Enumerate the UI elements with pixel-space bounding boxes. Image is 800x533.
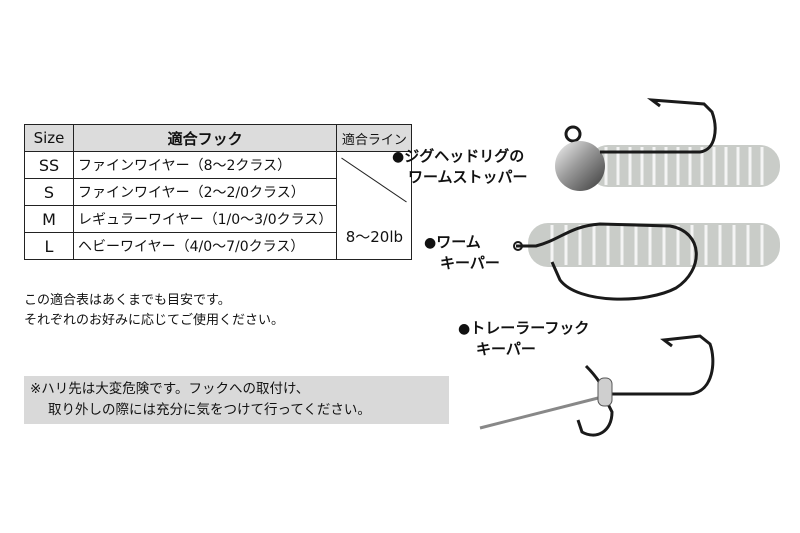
warning-line: ※ハリ先は大変危険です。フックへの取付け、 [30,381,310,397]
offset-hook [516,222,698,301]
jighead-rig [555,98,780,191]
hook-cell: ヘビーワイヤー（4/0〜7/0クラス） [72,232,338,260]
jig-hook [600,98,717,154]
worm-keeper-label: ●ワーム キーパー [424,232,500,273]
line-value: 8〜20lb [345,228,404,246]
bullet-icon: ● [458,321,471,337]
line-eye [564,125,582,143]
label-line: ジグヘッドリグの [404,147,525,165]
note-line: この適合表はあくまでも目安です。 [24,293,231,308]
keeper-tube [597,377,613,407]
jighead-label: ●ジグヘッドリグの ワームストッパー [392,146,528,187]
size-cell: SS [24,151,74,179]
bullet-icon: ● [392,149,405,165]
worm-keeper-rig [513,222,780,301]
size-cell: M [24,205,74,233]
diagonal-slash-icon [341,157,408,203]
header-size: Size [24,124,74,152]
hook-cell: ファインワイヤー（8〜2クラス） [72,151,338,179]
hook-cell: ファインワイヤー（2〜2/0クラス） [72,178,338,206]
label-line: トレーラーフック [470,319,590,337]
table-row: SS ファインワイヤー（8〜2クラス） 8〜20lb [24,151,413,260]
label-line: ワーム [436,233,481,251]
worm-body [528,223,780,267]
table-row: M レギュラーワイヤー（1/0〜3/0クラス） [24,205,412,233]
table-row: L ヘビーワイヤー（4/0〜7/0クラス） [24,232,412,260]
trailer-hook-rig [479,334,715,437]
bullet-icon: ● [424,235,437,251]
hook-eye [513,241,523,251]
line-cell: 8〜20lb [336,151,413,260]
hook-compatibility-table: Size 適合フック 適合ライン SS ファインワイヤー（8〜2クラス） 8〜2… [24,124,413,260]
note-line: それぞれのお好みに応じてご使用ください。 [24,313,285,328]
hook-cell: レギュラーワイヤー（1/0〜3/0クラス） [72,205,338,233]
usage-note: この適合表はあくまでも目安です。 それぞれのお好みに応じてご使用ください。 [24,291,284,331]
trailer-hook-upper [606,334,715,396]
trailer-hook-lower [576,399,614,437]
warning-box: ※ハリ先は大変危険です。フックへの取付け、 取り外しの際には充分に気をつけて行っ… [24,376,449,424]
size-cell: L [24,232,74,260]
label-line: キーパー [440,254,500,272]
label-line: キーパー [476,340,536,358]
label-line: ワームストッパー [408,168,528,186]
main-hook-shank [479,394,607,430]
table-header-row: Size 適合フック 適合ライン [24,124,413,152]
jig-head [555,141,605,191]
trailer-keeper-label: ●トレーラーフック キーパー [458,318,589,359]
warning-line: 取り外しの際には充分に気をつけて行ってください。 [48,402,371,418]
